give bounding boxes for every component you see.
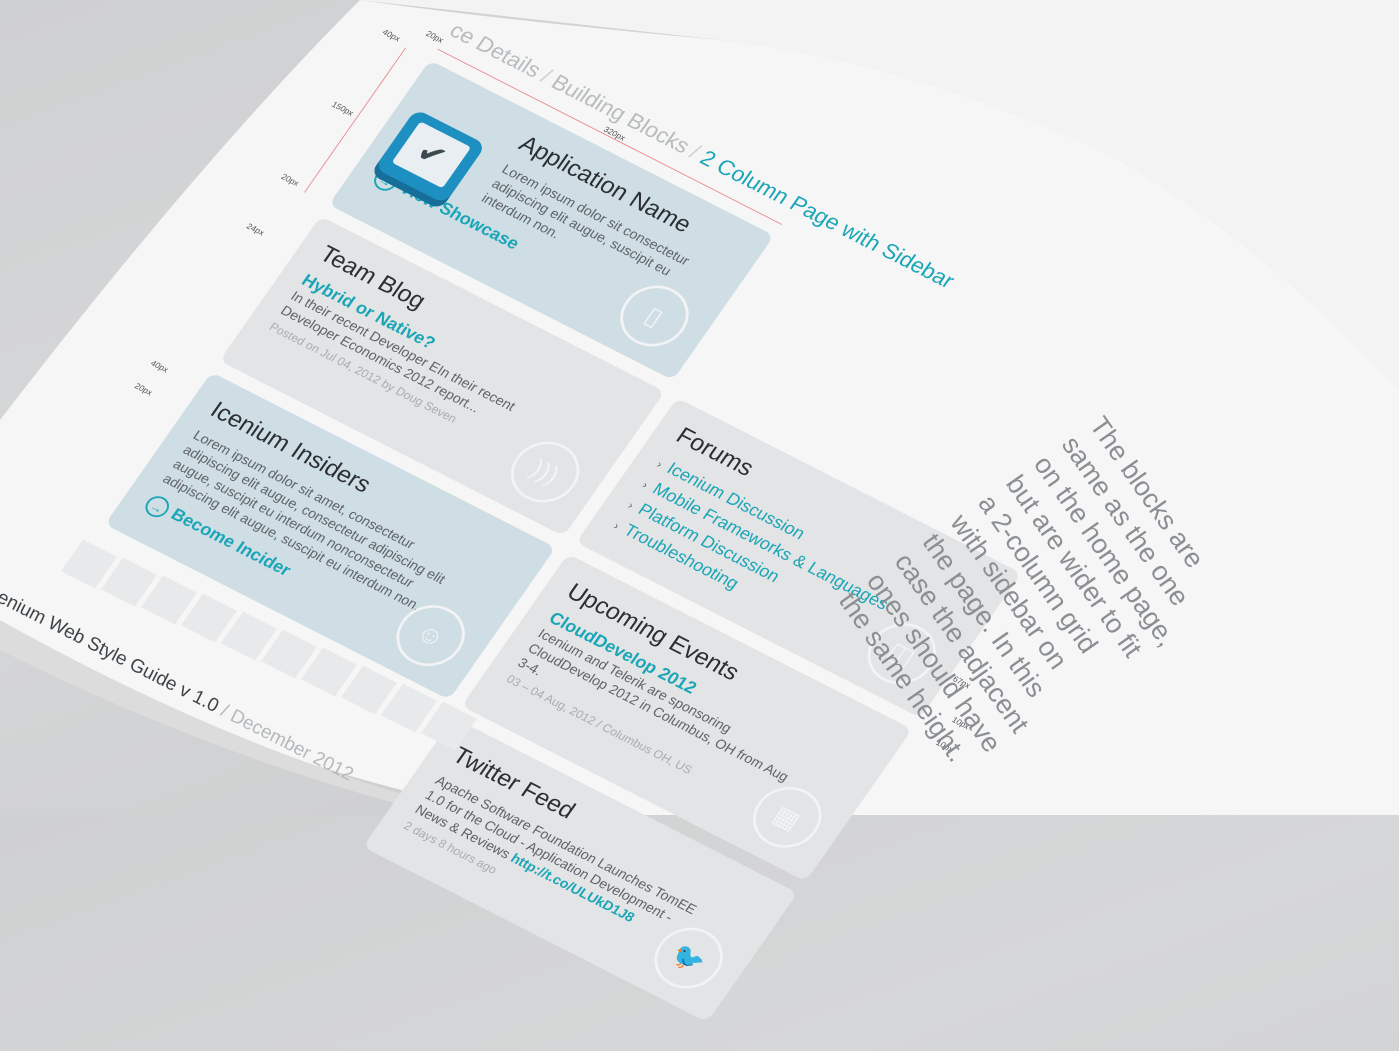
application-icon: ✔ bbox=[370, 108, 487, 211]
breadcrumb-part-1: ce Details bbox=[444, 18, 546, 83]
dimension-label: 24px bbox=[244, 221, 267, 238]
brochure-page: ce Details/Building Blocks/2 Column Page… bbox=[0, 0, 1399, 1023]
dimension-label: 20px bbox=[132, 381, 155, 398]
arrow-right-icon: → bbox=[141, 492, 174, 521]
dimension-label: 40px bbox=[380, 27, 403, 44]
dimension-label: 20px bbox=[424, 28, 446, 45]
dimension-label: 150px bbox=[330, 99, 356, 118]
bullet-icon: › bbox=[611, 519, 622, 533]
bullet-icon: › bbox=[639, 478, 651, 491]
bullet-icon: › bbox=[654, 458, 666, 471]
bullet-icon: › bbox=[625, 499, 637, 512]
checkmark-icon: ✔ bbox=[391, 121, 472, 189]
dimension-label: 40px bbox=[148, 358, 171, 375]
dimension-label: 20px bbox=[279, 172, 301, 188]
